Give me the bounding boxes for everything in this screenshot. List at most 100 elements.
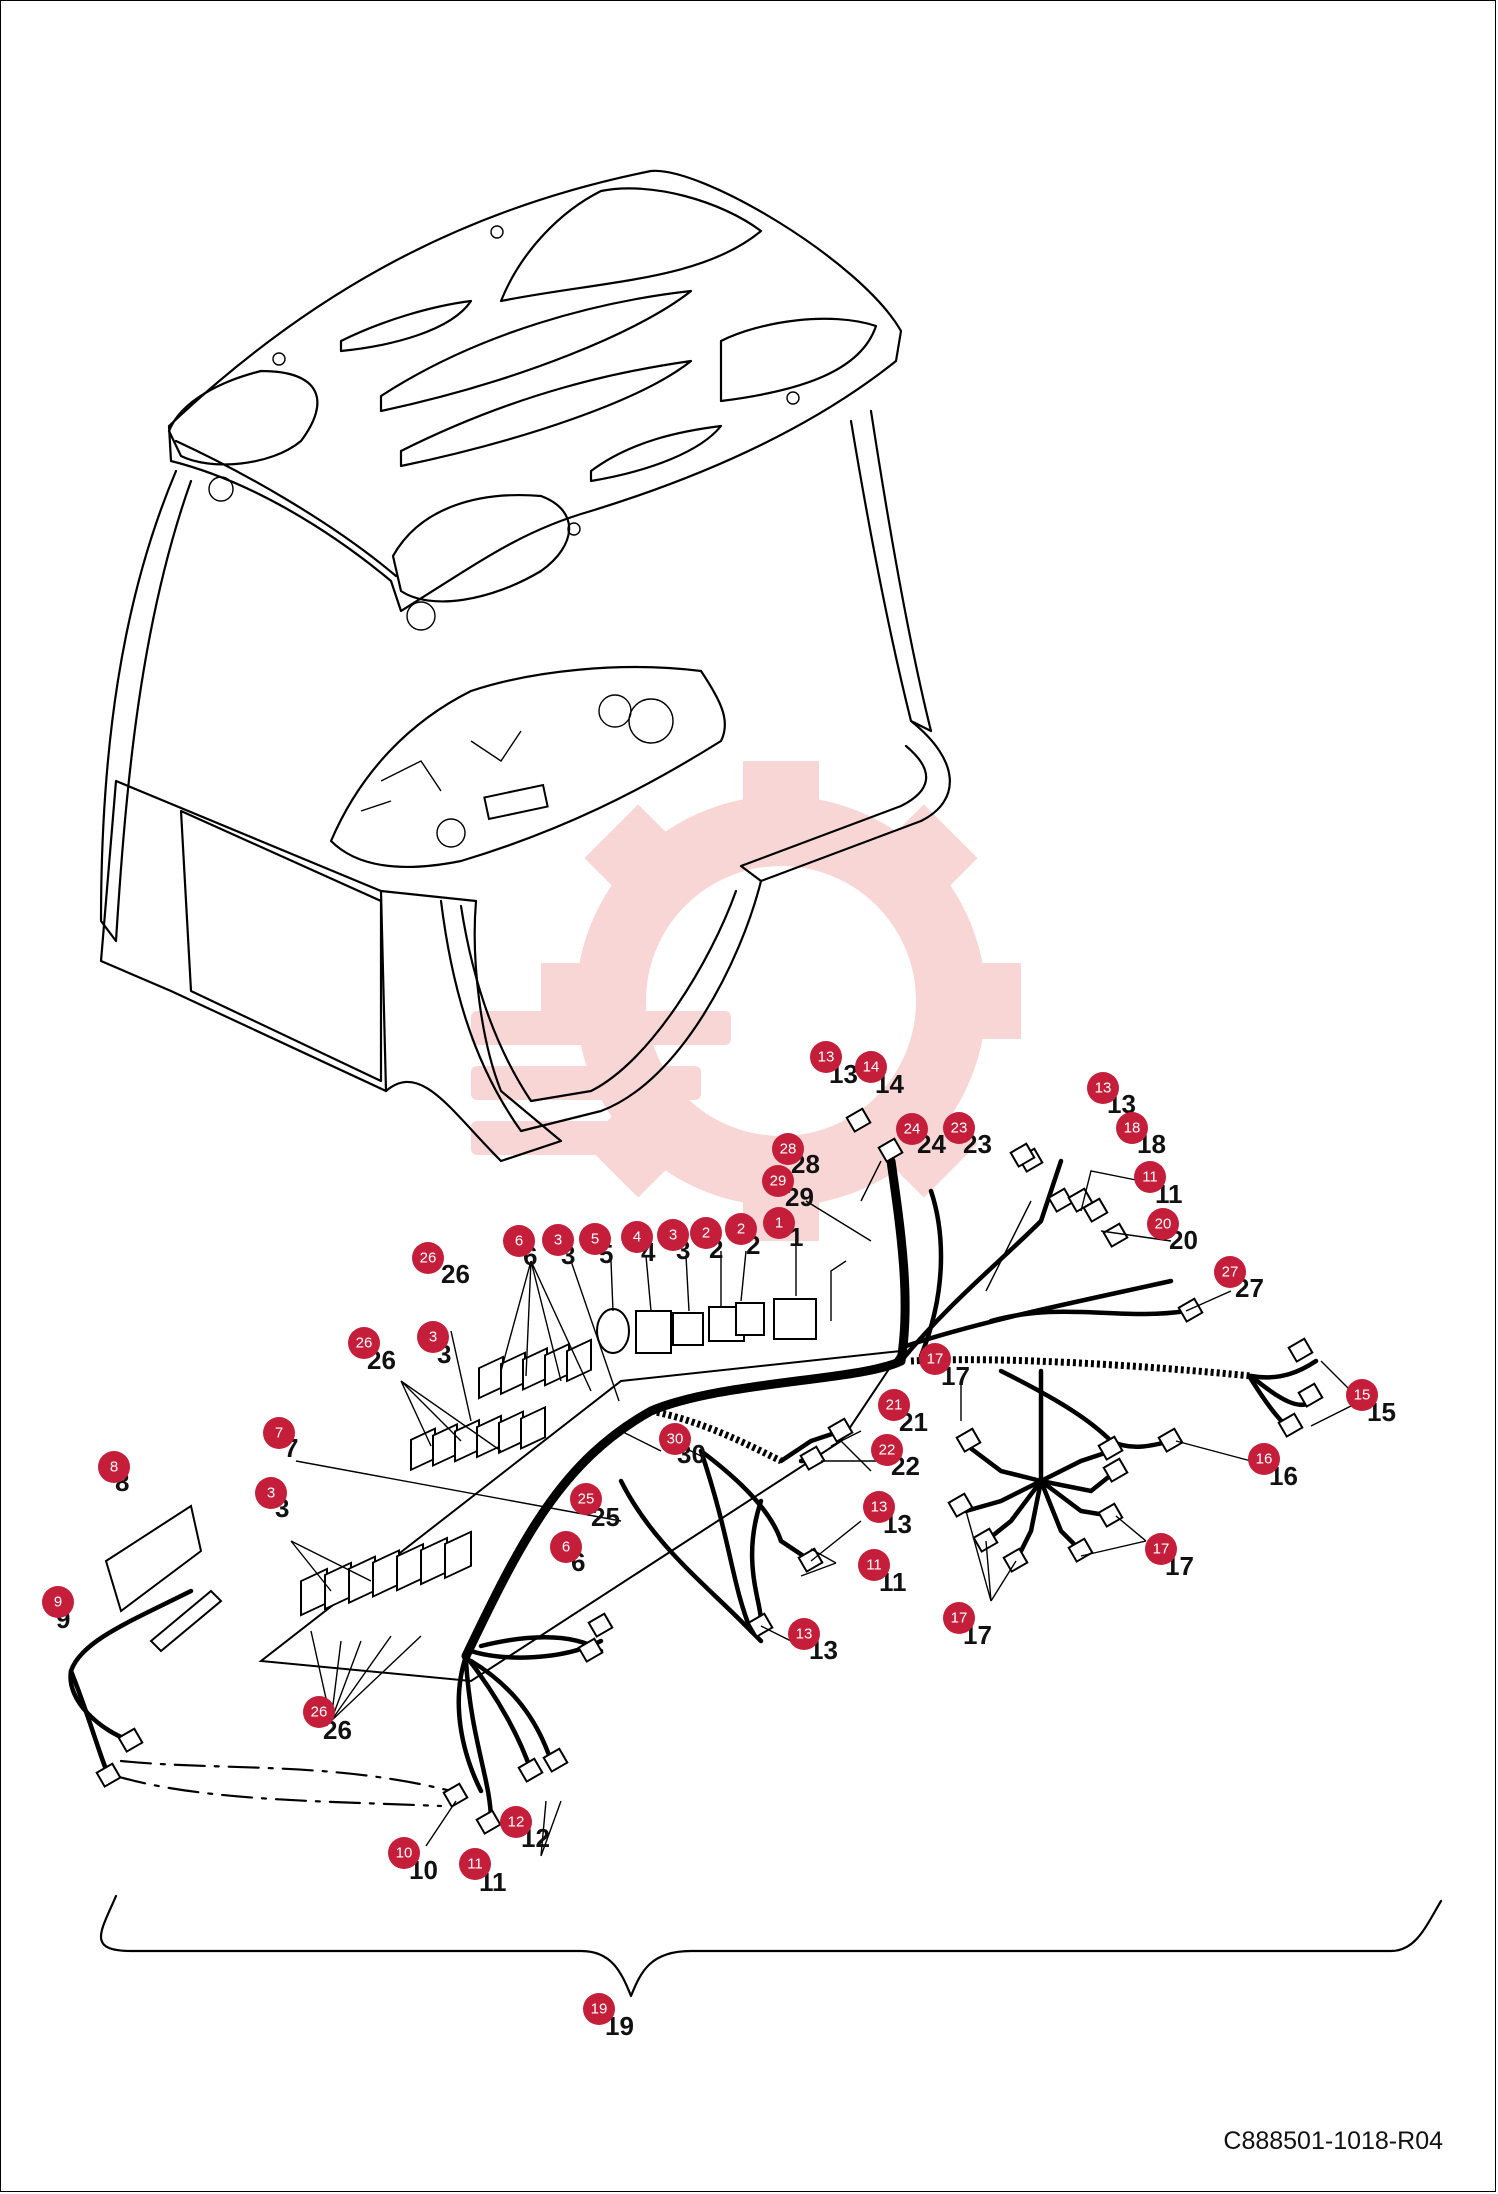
connector <box>845 1107 872 1133</box>
connector <box>799 1445 826 1471</box>
connector <box>955 1427 982 1453</box>
callout-2: 22 <box>725 1213 760 1260</box>
callout-badge <box>690 1217 722 1249</box>
connector <box>1287 1337 1314 1363</box>
callout-badge-label: 26 <box>356 1335 373 1352</box>
callout-badge <box>657 1219 689 1251</box>
connector <box>1082 1197 1109 1223</box>
relay <box>454 1418 480 1463</box>
relay <box>410 1427 436 1472</box>
callout-badge <box>1214 1256 1246 1288</box>
callout-badge-label: 17 <box>927 1351 944 1368</box>
callout-badge <box>659 1423 691 1455</box>
callout-badge-label: 3 <box>267 1485 275 1502</box>
relay <box>566 1338 592 1383</box>
relay <box>300 1567 328 1617</box>
relay-row-upper <box>478 1338 592 1400</box>
callout-badge <box>1087 1072 1119 1104</box>
callout-badge-label: 11 <box>467 1856 483 1873</box>
connector <box>827 1417 854 1443</box>
callout-badge <box>788 1618 820 1650</box>
callout-badge-label: 15 <box>1354 1387 1371 1404</box>
callout-badge-label: 1 <box>775 1215 783 1232</box>
callout-badge-label: 17 <box>1153 1541 1170 1558</box>
callout-4: 44 <box>621 1221 656 1267</box>
connector <box>1102 1222 1129 1248</box>
connector <box>95 1762 122 1788</box>
callout-badge-label: 2 <box>702 1225 710 1242</box>
callout-badge-label: 13 <box>1095 1080 1112 1097</box>
callout-6: 66 <box>550 1531 585 1577</box>
relay-row-middle <box>410 1405 546 1472</box>
callout-9: 99 <box>42 1586 74 1634</box>
callout-badge <box>896 1113 928 1145</box>
callout-badge <box>542 1224 574 1256</box>
callout-badge <box>388 1837 420 1869</box>
callout-badge-label: 13 <box>796 1626 813 1643</box>
callout-1: 11 <box>763 1207 803 1252</box>
callout-badge-label: 3 <box>554 1232 562 1249</box>
callout-badge-label: 26 <box>420 1250 437 1267</box>
callouts: 1122223344553366262633262677883325256626… <box>42 1041 1396 2041</box>
callout-badge-label: 20 <box>1155 1216 1172 1233</box>
relay <box>498 1410 524 1455</box>
callout-badge <box>858 1549 890 1581</box>
callout-badge-label: 3 <box>669 1227 677 1244</box>
callout-badge <box>810 1041 842 1073</box>
callout-badge <box>550 1531 582 1563</box>
callout-badge-label: 23 <box>951 1120 968 1137</box>
callout-badge <box>763 1207 795 1239</box>
cab-roof-drawing <box>99 169 951 1163</box>
callout-badge-label: 18 <box>1124 1120 1141 1137</box>
relay <box>432 1422 458 1468</box>
callout-badge-label: 16 <box>1256 1451 1273 1468</box>
callout-badge-label: 17 <box>951 1610 968 1627</box>
callout-badge <box>943 1602 975 1634</box>
connector <box>1009 1142 1036 1168</box>
callout-badge <box>943 1112 975 1144</box>
callout-badge <box>570 1483 602 1515</box>
callout-badge <box>1248 1443 1280 1475</box>
callout-badge <box>919 1343 951 1375</box>
connector <box>1177 1297 1204 1323</box>
callout-badge-label: 5 <box>591 1231 599 1248</box>
callout-badge <box>459 1848 491 1880</box>
callout-badge <box>863 1491 895 1523</box>
connector <box>1097 1435 1124 1461</box>
connector <box>747 1612 774 1638</box>
callout-5: 55 <box>579 1223 613 1269</box>
callout-badge-label: 10 <box>396 1845 413 1862</box>
connector <box>877 1137 904 1163</box>
callout-leader-lines <box>290 1160 1362 1857</box>
callout-badge-label: 27 <box>1222 1264 1239 1281</box>
callout-badge <box>762 1165 794 1197</box>
callout-badge <box>725 1213 757 1245</box>
connector <box>1002 1547 1029 1573</box>
callout-6: 66 <box>503 1225 537 1271</box>
relay <box>444 1530 472 1580</box>
callout-badge-label: 11 <box>1142 1169 1158 1186</box>
callout-badge-label: 7 <box>275 1425 283 1442</box>
callout-badge <box>500 1806 532 1838</box>
callout-badge-label: 22 <box>879 1442 896 1459</box>
callout-badge-label: 29 <box>770 1173 787 1190</box>
